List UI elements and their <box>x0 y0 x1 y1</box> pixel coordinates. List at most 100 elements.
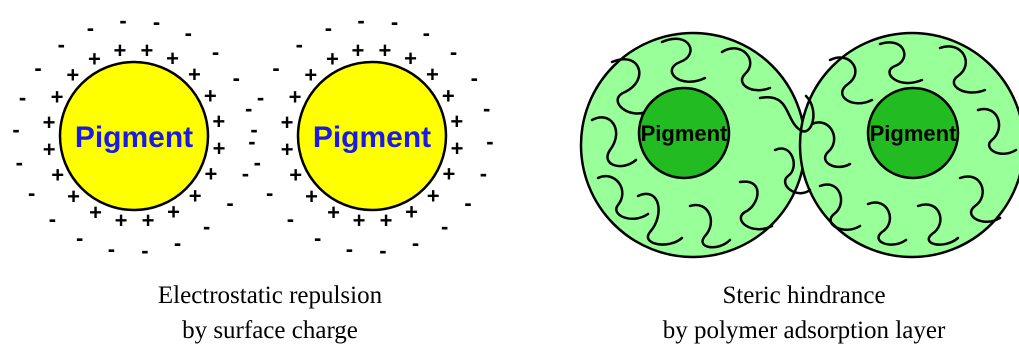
green-pigment-particle: Pigment <box>866 86 960 180</box>
positive-charge: + <box>142 208 155 233</box>
pigment-label: Pigment <box>75 121 193 154</box>
caption-line: by surface charge <box>182 317 358 344</box>
negative-charge: - <box>108 237 115 262</box>
positive-charge: + <box>43 137 56 162</box>
negative-charge: - <box>34 56 41 81</box>
negative-charge: - <box>287 207 294 232</box>
positive-charge: + <box>304 63 317 88</box>
negative-charge: - <box>250 117 257 142</box>
negative-charge: - <box>379 238 386 263</box>
yellow-pigment-particle: Pigment <box>296 60 448 212</box>
negative-charge: - <box>245 96 252 121</box>
positive-charge: + <box>88 47 101 72</box>
electrostatic-caption: Electrostatic repulsion by surface charg… <box>70 278 470 348</box>
positive-charge: + <box>43 110 56 135</box>
positive-charge: + <box>378 38 391 63</box>
negative-charge: - <box>19 85 26 110</box>
negative-charge: - <box>141 238 148 263</box>
negative-charge: - <box>119 8 126 33</box>
positive-charge: + <box>451 136 464 161</box>
green-pigment-circle <box>866 86 960 180</box>
positive-charge: + <box>166 46 179 71</box>
polymer-chain <box>976 107 1018 156</box>
negative-charge: - <box>464 190 471 215</box>
caption-line: Electrostatic repulsion <box>157 282 383 309</box>
negative-charge: - <box>266 181 273 206</box>
negative-charge: - <box>325 16 332 41</box>
positive-charge: + <box>167 199 180 224</box>
yellow-pigment-circle <box>296 60 448 212</box>
negative-charge: - <box>28 181 35 206</box>
steric-caption: Steric hindrance by polymer adsorption l… <box>604 278 1004 348</box>
negative-charge: - <box>257 85 264 110</box>
positive-charge: + <box>140 38 153 63</box>
negative-charge: - <box>272 56 279 81</box>
pigment-label: Pigment <box>870 121 957 146</box>
caption-line: Steric hindrance <box>722 282 886 309</box>
positive-charge: + <box>450 109 463 134</box>
polymer-chain <box>773 147 812 195</box>
polymer-chain <box>866 201 908 246</box>
positive-charge: + <box>281 137 294 162</box>
positive-charge: + <box>426 62 439 87</box>
positive-charge: + <box>351 38 364 63</box>
negative-charge: - <box>450 40 457 65</box>
positive-charge: + <box>353 208 366 233</box>
positive-charge: + <box>326 47 339 72</box>
positive-charge: + <box>404 46 417 71</box>
negative-charge: - <box>441 214 448 239</box>
positive-charge: + <box>281 110 294 135</box>
positive-charge: + <box>89 200 102 225</box>
caption-line: by polymer adsorption layer <box>662 317 946 344</box>
polymer-chain <box>688 203 732 249</box>
negative-charge: - <box>471 65 478 90</box>
negative-charge: - <box>412 231 419 256</box>
negative-charge: - <box>296 32 303 57</box>
pigment-label: Pigment <box>313 121 431 154</box>
polymer-chain <box>720 47 772 92</box>
negative-charge: - <box>486 129 493 154</box>
positive-charge: + <box>327 200 340 225</box>
polymer-chain <box>758 94 815 133</box>
negative-charge: - <box>203 214 210 239</box>
pigment-label: Pigment <box>641 121 728 146</box>
polymer-chain <box>738 180 774 231</box>
yellow-pigment-circle <box>58 60 210 212</box>
positive-charge: + <box>442 83 455 108</box>
green-pigment-particle: Pigment <box>637 86 731 180</box>
positive-charge: + <box>115 208 128 233</box>
positive-charge: + <box>305 184 318 209</box>
polymer-chain <box>916 203 960 246</box>
negative-charge: - <box>12 117 19 142</box>
polymer-chain <box>828 56 874 105</box>
positive-charge: + <box>67 184 80 209</box>
dispersion-diagram: Pigment Pigment ++++++++++++++++++++----… <box>12 8 1019 263</box>
positive-charge: + <box>212 109 225 134</box>
negative-charge: - <box>346 237 353 262</box>
negative-charge: - <box>233 65 240 90</box>
polymer-chain <box>596 175 650 220</box>
polymer-chains <box>590 37 1018 249</box>
negative-charge: - <box>483 96 490 121</box>
negative-charge: - <box>391 10 398 35</box>
negative-charge: - <box>357 8 364 33</box>
positive-charge: + <box>51 163 64 188</box>
negative-charge: - <box>49 207 56 232</box>
negative-charge: - <box>314 226 321 251</box>
negative-charge: - <box>185 20 192 45</box>
polymer-chain <box>590 116 638 168</box>
positive-charge: + <box>204 162 217 187</box>
polymer-chain <box>958 175 1002 223</box>
negative-charge: - <box>242 161 249 186</box>
negative-charge: - <box>226 190 233 215</box>
positive-charge: + <box>405 199 418 224</box>
positive-charge: + <box>189 183 202 208</box>
negative-charge: - <box>76 226 83 251</box>
polymer-chain <box>938 45 987 94</box>
positive-charge: + <box>213 136 226 161</box>
negative-charge: - <box>174 231 181 256</box>
negative-charge: - <box>153 10 160 35</box>
electrostatic-panel: Pigment Pigment ++++++++++++++++++++----… <box>12 8 493 263</box>
negative-charge: - <box>87 16 94 41</box>
positive-charge: + <box>427 183 440 208</box>
